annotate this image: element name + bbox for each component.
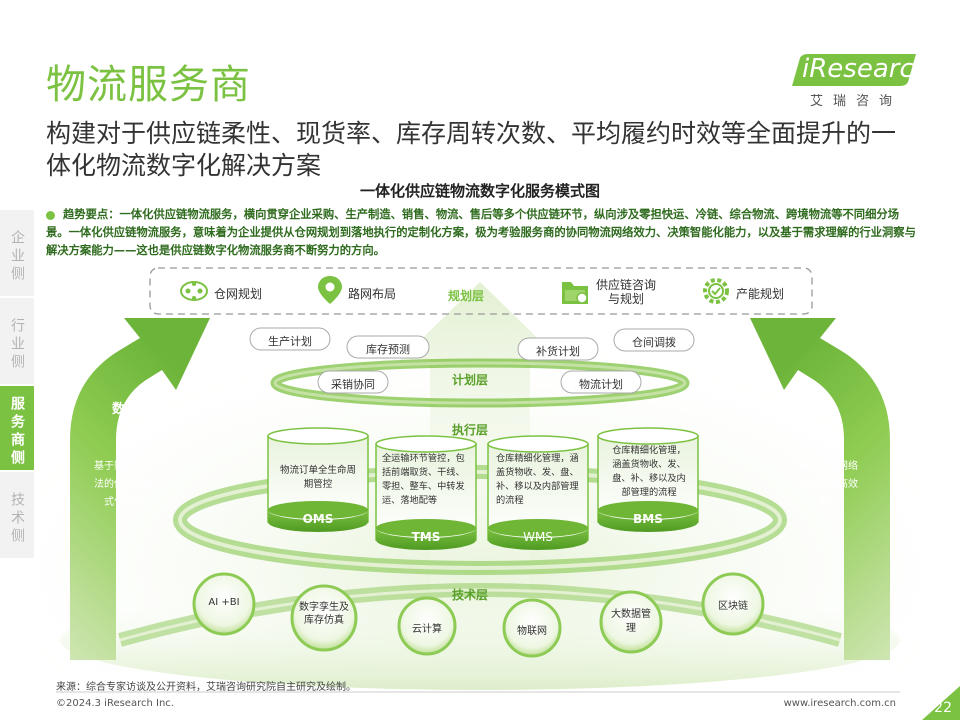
logo-badge-icon (792, 54, 916, 86)
diagram-title: 一体化供应链物流数字化服务模式图 (359, 182, 600, 200)
trend-summary-text: 一体化供应链物流服务，横向贯穿企业采购、生产制造、销售、物流、售后等多个供应链环… (46, 208, 916, 257)
oms-cylinder (267, 427, 369, 532)
page-number-badge (922, 686, 960, 720)
page-subtitle: 构建对于供应链柔性、现货率、库存周转次数、平均履约时效等全面提升的一体化物流数字… (46, 119, 897, 180)
side-tab-bar: 企业侧 行业侧 服务商侧 技术侧 (0, 210, 34, 560)
location-pin-icon (318, 276, 342, 304)
side-tab-enterprise[interactable]: 企业侧 (0, 210, 34, 296)
exec-layer-name: 执行层 (452, 423, 489, 437)
wms-description: 仓库精细化管理，涵盖货物收、发、盘、补、移以及内部管理的流程 (496, 453, 579, 506)
trend-summary: 趋势要点：一体化供应链物流服务，横向贯穿企业采购、生产制造、销售、物流、售后等多… (46, 206, 916, 260)
physical-world-desc: 基于物流网络的供应链高效执行 (798, 461, 858, 508)
oms-label: OMS (302, 512, 334, 526)
planning-item-road-network: 路网布局 (348, 287, 397, 301)
bms-description: 仓库精细化管理，涵盖货物收、发、盘、补、移以及内部管理的流程 (612, 445, 686, 498)
plan-item-inventory-forecast: 库存预测 (366, 343, 410, 356)
plan-item-replenishment: 补货计划 (536, 345, 580, 358)
plan-item-transfer: 仓间调拨 (632, 336, 676, 349)
gear-check-icon (703, 278, 729, 304)
page-number-text: 22 (934, 700, 952, 716)
side-tab-industry[interactable]: 行业侧 (0, 298, 34, 384)
digital-world-arrow (70, 318, 210, 660)
copyright: ©2024.3 iResearch Inc. (56, 698, 174, 709)
logo-brand-cn: 艾瑞咨询 (810, 94, 903, 109)
plan-item-procurement-sales: 采销协同 (331, 378, 375, 391)
side-tab-provider[interactable]: 服务商侧 (0, 386, 34, 470)
wms-cylinder (487, 435, 589, 550)
tech-item-big-data: 大数据管理 (611, 609, 651, 634)
planning-layer-name: 规划层 (448, 289, 485, 303)
tech-item-blockchain: 区块链 (718, 601, 748, 612)
center-upward-arrow (400, 282, 560, 640)
plan-item-production: 生产计划 (268, 335, 312, 348)
plan-item-logistics: 物流计划 (579, 378, 623, 391)
iresearch-logo: iResearch 艾瑞咨询 (790, 52, 930, 112)
website-link[interactable]: www.iresearch.com.cn (783, 698, 896, 709)
tech-layer-name: 技术层 (452, 588, 489, 602)
bullet-dot-icon (46, 210, 55, 220)
plan-item-pills (249, 327, 695, 394)
page-title: 物流服务商 (46, 62, 251, 108)
page-number: 22 (920, 690, 960, 720)
planning-item-warehouse-network: 仓网规划 (214, 287, 263, 301)
tms-description: 全运输环节管控，包括前端取货、干线、零担、整车、中转发运、落地配等 (382, 453, 465, 506)
tech-item-digital-twin: 数字孪生及库存仿真 (299, 602, 349, 626)
bms-label: BMS (633, 512, 663, 526)
network-icon (180, 281, 208, 301)
trend-summary-key: 趋势要点： (63, 208, 120, 221)
tech-item-cloud: 云计算 (412, 624, 442, 635)
side-tab-technology[interactable]: 技术侧 (0, 472, 34, 558)
digital-world-desc: 基于数据和算法的供应链模式化方案 (94, 461, 154, 508)
physical-world-title: 物理世界 (778, 402, 831, 417)
planning-item-capacity: 产能规划 (736, 287, 785, 301)
tech-item-ai-bi: AI +BI (208, 597, 240, 608)
logo-brand-text: iResearch (802, 54, 931, 84)
bms-cylinder (597, 427, 699, 532)
source-note: 来源：综合专家访谈及公开资料，艾瑞咨询研究院自主研究及绘制。 (56, 682, 356, 693)
planning-item-consulting: 供应链咨询 与规划 (596, 278, 657, 306)
tms-label: TMS (411, 530, 441, 544)
tech-orbs (192, 572, 765, 658)
tms-cylinder (375, 435, 477, 550)
digital-world-title: 数字世界 (112, 402, 165, 417)
plan-layer-name: 计划层 (452, 373, 489, 387)
physical-world-arrow (750, 318, 890, 660)
oms-description: 物流订单全生命周期管控 (279, 465, 356, 490)
folder-icon (562, 282, 588, 304)
tech-item-iot: 物联网 (517, 626, 547, 637)
planning-layer-frame (149, 267, 813, 315)
wms-label: WMS (523, 530, 553, 544)
